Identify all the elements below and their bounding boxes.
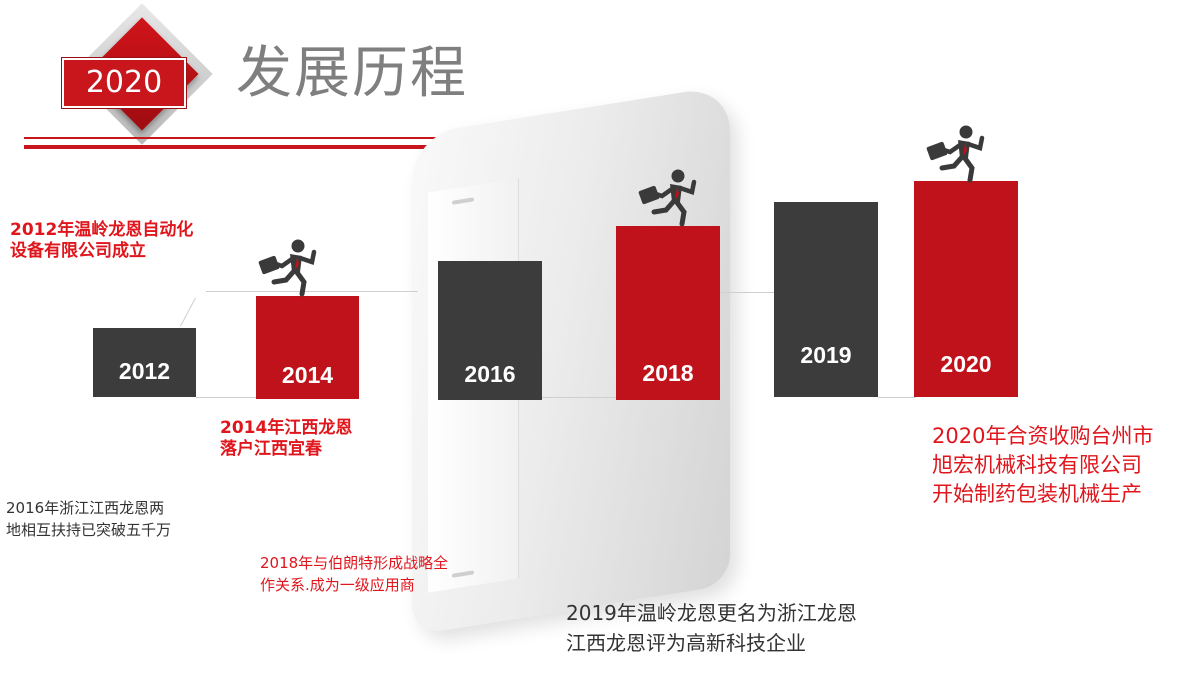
page-title: 发展历程 [236, 41, 468, 106]
bar-year-label: 2016 [464, 361, 516, 387]
milestone-note-2018: 2018年与伯朗特形成战略全 作关系.成为一级应用商 [260, 552, 448, 596]
bar-year-label: 2019 [800, 342, 852, 368]
connector-line [542, 397, 618, 398]
milestone-bar-2019: 2019 [774, 202, 878, 397]
connector-line [180, 297, 196, 327]
running-businessman-icon [638, 169, 697, 227]
milestone-bar-2014: 2014 [256, 296, 359, 399]
running-businessman-icon [258, 239, 317, 297]
header-divider-thick [24, 145, 528, 149]
year-badge: 2020 [61, 57, 187, 109]
note-line: 落户江西宜春 [220, 439, 322, 459]
milestone-note-2016: 2016年浙江江西龙恩两 地相互扶持已突破五千万 [6, 497, 171, 541]
note-line: 开始制药包装机械生产 [932, 482, 1142, 506]
bar-year-label: 2012 [118, 358, 171, 384]
note-line: 作关系.成为一级应用商 [260, 576, 415, 594]
bar-year-label: 2020 [940, 351, 992, 377]
milestone-note-2019: 2019年温岭龙恩更名为浙江龙恩 江西龙恩评为高新科技企业 [566, 598, 857, 658]
milestone-bar-2012: 2012 [93, 328, 196, 397]
bar-year-label: 2014 [281, 362, 334, 388]
connector-line [196, 397, 256, 398]
note-line: 地相互扶持已突破五千万 [6, 521, 172, 539]
note-line: 2019年温岭龙恩更名为浙江龙恩 [566, 601, 857, 625]
connector-line [206, 291, 418, 292]
milestone-bar-2016: 2016 [438, 261, 542, 400]
year-badge-logo: 2020 [40, 3, 240, 145]
running-businessman-icon [926, 125, 985, 183]
note-line: 2012年温岭龙恩自动化 [10, 220, 194, 240]
milestone-bar-2020: 2020 [914, 181, 1018, 397]
bar-year-label: 2018 [642, 360, 694, 386]
header-divider-thin [24, 137, 528, 139]
note-line: 设备有限公司成立 [10, 241, 146, 261]
milestone-note-2020: 2020年合资收购台州市 旭宏机械科技有限公司 开始制药包装机械生产 [932, 422, 1153, 509]
milestone-note-2014: 2014年江西龙恩 落户江西宜春 [220, 418, 352, 460]
connector-line [720, 292, 774, 293]
connector-line [878, 397, 916, 398]
milestone-bar-2018: 2018 [616, 226, 720, 400]
note-line: 2016年浙江江西龙恩两 [6, 499, 165, 517]
note-line: 江西龙恩评为高新科技企业 [566, 631, 806, 655]
note-line: 旭宏机械科技有限公司 [932, 453, 1142, 477]
milestone-note-2012: 2012年温岭龙恩自动化 设备有限公司成立 [10, 220, 193, 262]
note-line: 2018年与伯朗特形成战略全 [260, 554, 449, 572]
note-line: 2020年合资收购台州市 [932, 424, 1154, 448]
note-line: 2014年江西龙恩 [220, 418, 353, 438]
